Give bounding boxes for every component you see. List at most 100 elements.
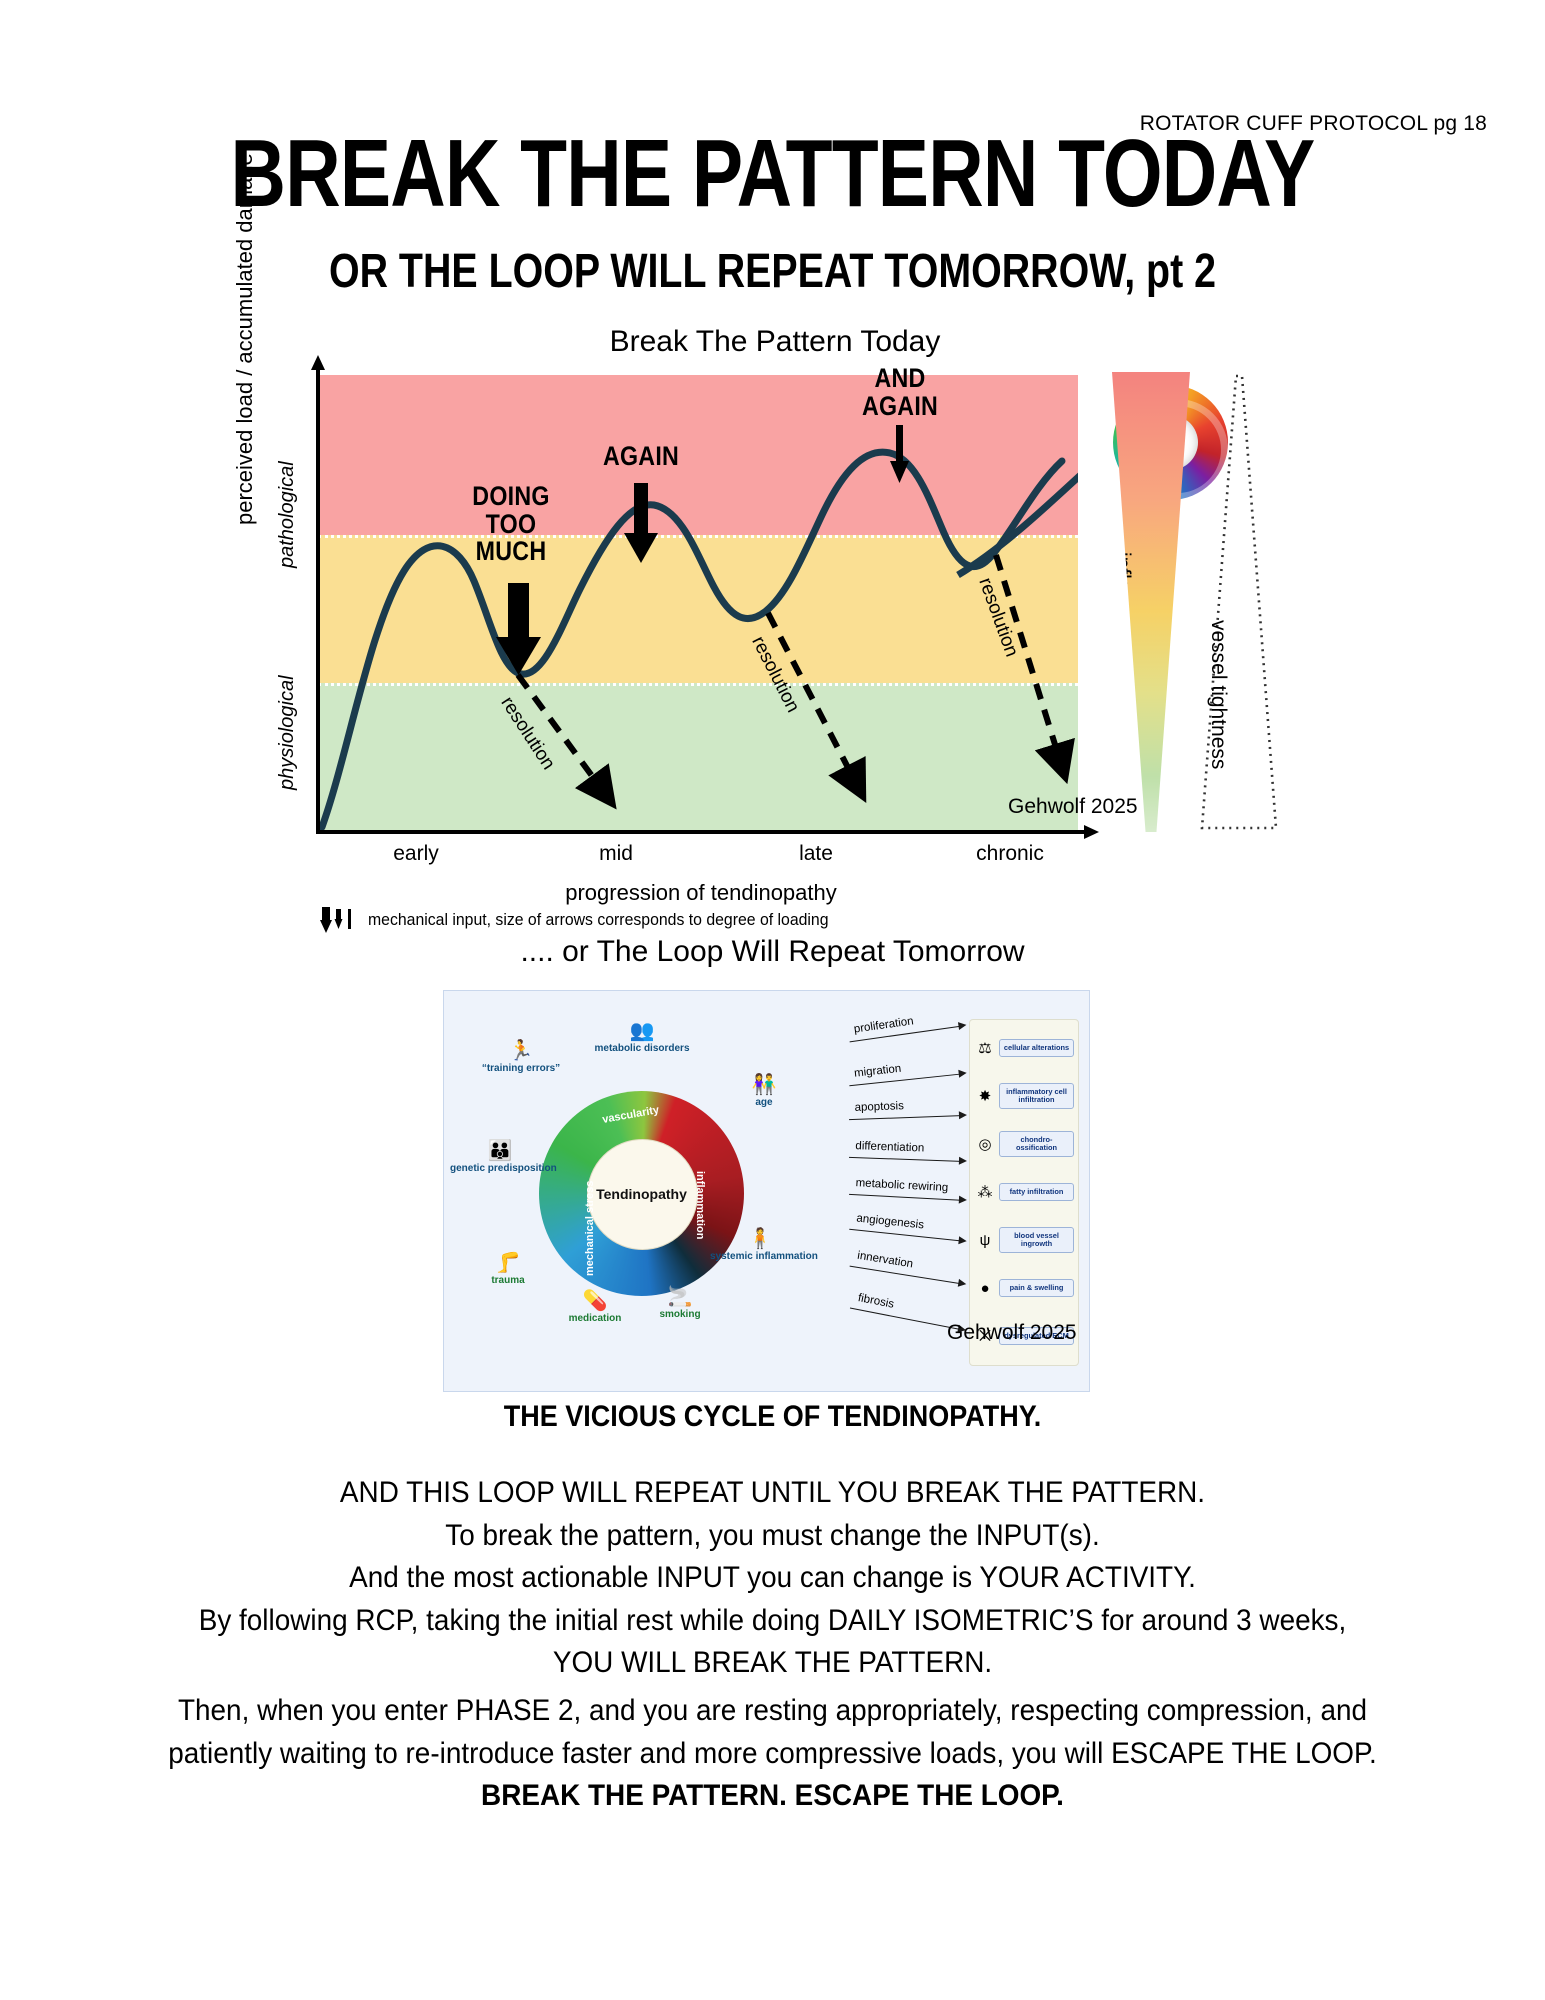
resolution-arrows [515,554,1075,810]
node-trauma: 🦵 trauma [468,1253,548,1287]
body-line: Then, when you enter PHASE 2, and you ar… [177,1694,1368,1727]
ring-center-label: Tendinopathy [596,1185,687,1202]
process-label: fibrosis [856,1292,896,1311]
outcome-row: ● pain & swelling [974,1268,1074,1308]
arrow-head [958,1195,968,1205]
elderly-couple-icon: 👫 [751,1074,777,1096]
outcome-label: blood vessel ingrowth [999,1226,1074,1254]
arrow-head [958,1068,968,1078]
load-curve [318,448,1066,830]
outcome-row: ψ blood vessel ingrowth [974,1220,1074,1260]
process-label: angiogenesis [855,1212,925,1232]
band-divider-lower [318,683,1078,686]
seesaw-balance-icon: ⚖ [978,1040,992,1057]
process-arrow-apoptosis: apoptosis [849,1100,969,1121]
annotation-again: AGAIN [602,441,680,471]
node-label: smoking [659,1309,701,1320]
band-pathological [318,375,1078,535]
body-line: YOU WILL BREAK THE PATTERN. [552,1646,993,1680]
figure-caption: THE VICIOUS CYCLE OF TENDINOPATHY. [503,1400,1042,1433]
mechanical-input-arrows [496,425,909,675]
node-genetic-predisposition: 👪 genetic predisposition [450,1140,557,1175]
band-physiological [318,683,1078,830]
legend-arrow-icons [320,905,358,935]
cycle-panel: Tendinopathy vascularity inflammation me… [444,991,859,1391]
body-block-2: Then, when you enter PHASE 2, and you ar… [54,1690,1491,1818]
annotation-line-1: DOING [472,481,550,511]
ring-label-inflammation: inflammation [694,1171,706,1240]
x-tick-chronic: chronic [976,842,1044,865]
node-label: “training errors” [481,1063,561,1074]
arrow-head [957,1020,967,1031]
body-line: AND THIS LOOP WILL REPEAT UNTIL YOU BREA… [339,1476,1206,1509]
arrow-head [958,1110,968,1120]
y-zone-pathological: pathological [276,461,298,568]
x-tick-late: late [799,842,833,865]
outcome-label: chondro-ossification [999,1130,1074,1158]
load-progression-chart: Break The Pattern Today [232,153,1300,905]
process-arrow-innervation: innervation [849,1250,969,1289]
annotation-and-again: AND AGAIN [840,363,960,420]
mechanical-input-icon [320,907,351,933]
page-subtitle: OR THE LOOP WILL REPEAT TOMORROW, pt 2 [328,245,1217,298]
collagen-fibers-icon: ⨉ [978,1327,991,1345]
chondrocyte-cell-icon: ◎ [978,1136,992,1153]
annotation-doing-too-much: DOING TOO MUCH [447,481,576,567]
outcome-row: ✸ inflammatory cell infiltration [974,1076,1074,1116]
arrow-line [849,1193,961,1201]
chart-plot-area: resolution resolution resolution DOING T… [318,364,1228,830]
body-block-1: AND THIS LOOP WILL REPEAT UNTIL YOU BREA… [54,1472,1491,1685]
node-label: systemic inflammation [710,1251,818,1262]
node-medication: 💊 medication [550,1291,640,1325]
annotation-line-3: MUCH [475,536,547,567]
node-age: 👫 age [734,1075,794,1109]
x-tick-mid: mid [599,842,633,865]
x-axis [316,825,1099,839]
page-label: ROTATOR CUFF PROTOCOL pg 18 [1139,112,1487,135]
outcome-row: ⨉ dysregulated ECM [974,1316,1074,1356]
ring-label-mechanical: mechanical stress [584,1180,596,1276]
section-title-loop: .... or The Loop Will Repeat Tomorrow [520,935,1025,968]
process-arrow-proliferation: proliferation [849,1015,969,1043]
y-axis-label: perceived load / accumulated damage [232,153,257,525]
outcome-label: fatty infiltration [999,1182,1074,1202]
closing-statement: BREAK THE PATTERN. ESCAPE THE LOOP. [481,1779,1064,1813]
pain-hotspot-icon: ● [980,1279,990,1297]
inflammation-gradient-bar: inflammation [1112,372,1190,832]
vessel-tightness-bar: vessel tightness [1196,372,1282,832]
cigarettes-icon: 🚬 [667,1286,693,1308]
process-arrows: proliferation migration apoptosis differ… [849,1011,979,1371]
family-group-icon: 👪 [487,1140,513,1162]
process-arrow-differentiation: differentiation [849,1140,969,1166]
band-divider-upper [318,535,1078,538]
body-line: patiently waiting to re-introduce faster… [168,1736,1377,1770]
vicious-cycle-diagram: Tendinopathy vascularity inflammation me… [443,990,1090,1392]
node-label: age [755,1097,773,1108]
vessel-tightness-label: vessel tightness [1207,620,1230,770]
node-label: medication [568,1313,622,1324]
annotation-line-2: TOO [485,508,537,539]
page-title: BREAK THE PATTERN TODAY [230,120,1316,227]
outcome-label: pain & swelling [999,1278,1074,1298]
process-label: migration [853,1062,902,1080]
annotation-line-1: AND [874,363,926,393]
node-label: genetic predisposition [450,1163,557,1174]
elderly-people-icon: 👥 [629,1020,655,1042]
body-line: To break the pattern, you must change th… [445,1518,1100,1552]
injury-leg-icon: 🦵 [495,1252,521,1274]
node-metabolic-disorders: 👥 metabolic disorders [592,1021,692,1055]
inflammation-bar-label: inflammation [1111,552,1134,672]
x-axis-label: progression of tendinopathy [565,880,837,905]
outcomes-panel: ⚖ cellular alterations ✸ inflammatory ce… [969,1019,1079,1366]
runner-warning-icon: 🏃 [508,1040,534,1062]
arrow-line [849,1307,961,1330]
chart-legend: mechanical input, size of arrows corresp… [320,905,863,935]
arrow-head [958,1236,968,1246]
arrow-head [958,1156,968,1166]
node-systemic-inflammation: 🧍 systemic inflammation [710,1228,818,1263]
node-training-errors: 🏃 “training errors” [466,1041,576,1075]
pills-hand-icon: 💊 [582,1290,608,1312]
chart-title: Break The Pattern Today [609,325,941,358]
process-label: apoptosis [854,1100,905,1114]
body-silhouette-icon: 🧍 [747,1228,773,1250]
